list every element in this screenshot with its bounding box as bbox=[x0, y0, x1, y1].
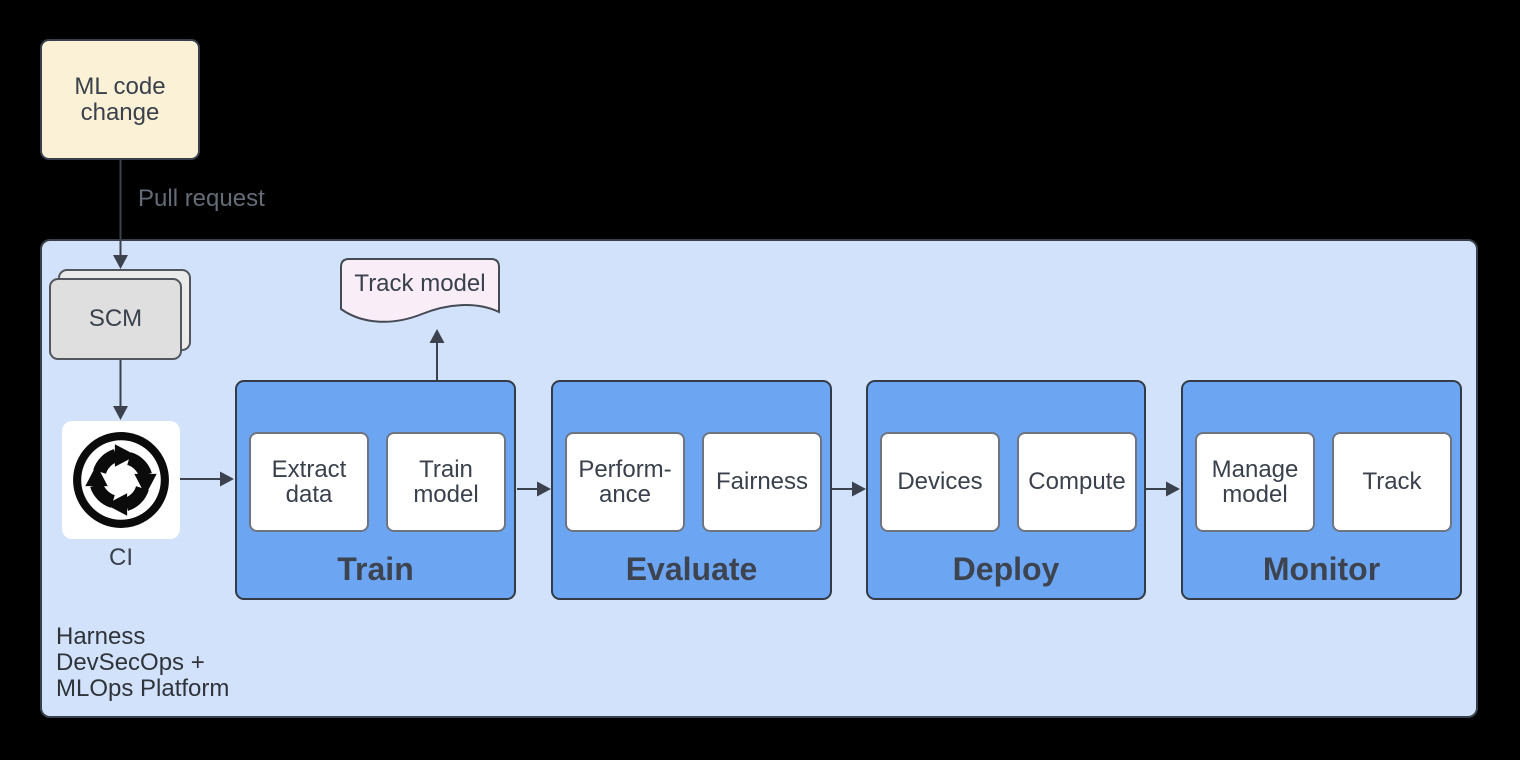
stage-item-manage-model: Manage model bbox=[1195, 432, 1315, 532]
stage-item-devices: Devices bbox=[880, 432, 1000, 532]
document-shape bbox=[340, 258, 500, 323]
stage-title-evaluate: Evaluate bbox=[625, 551, 758, 587]
ci-label: CI bbox=[109, 544, 133, 571]
stage-title-train: Train bbox=[337, 551, 414, 587]
scm-label: SCM bbox=[88, 305, 143, 333]
ml-code-change-label: ML code change bbox=[74, 73, 166, 126]
stage-train: Extract data Train model Train bbox=[235, 380, 516, 600]
pull-request-label: Pull request bbox=[138, 185, 265, 212]
stage-deploy: Devices Compute Deploy bbox=[866, 380, 1146, 600]
stage-item-label: Compute bbox=[1028, 468, 1126, 496]
stage-item-compute: Compute bbox=[1017, 432, 1137, 532]
stage-item-performance: Perform- ance bbox=[565, 432, 685, 532]
stage-item-label: Manage model bbox=[1211, 455, 1299, 508]
platform-label: Harness DevSecOps + MLOps Platform bbox=[56, 623, 230, 702]
scm-node: SCM bbox=[49, 278, 182, 360]
ci-cycle-icon bbox=[73, 432, 169, 528]
stage-title-monitor: Monitor bbox=[1262, 551, 1381, 587]
track-model-doc: Track model bbox=[340, 258, 500, 330]
stage-item-label: Train model bbox=[413, 455, 479, 508]
ci-node bbox=[62, 421, 180, 539]
stage-item-label: Fairness bbox=[715, 468, 809, 496]
track-model-label: Track model bbox=[354, 270, 486, 297]
stage-item-label: Track bbox=[1362, 468, 1422, 496]
stage-item-label: Extract data bbox=[271, 455, 347, 508]
stage-item-train-model: Train model bbox=[386, 432, 506, 532]
ml-code-change-node: ML code change bbox=[40, 39, 200, 160]
stage-title-deploy: Deploy bbox=[952, 551, 1060, 587]
stage-item-label: Devices bbox=[897, 468, 983, 496]
stage-item-extract-data: Extract data bbox=[249, 432, 369, 532]
stage-item-fairness: Fairness bbox=[702, 432, 822, 532]
stage-evaluate: Perform- ance Fairness Evaluate bbox=[551, 380, 832, 600]
stage-item-track: Track bbox=[1332, 432, 1452, 532]
stage-monitor: Manage model Track Monitor bbox=[1181, 380, 1462, 600]
stage-item-label: Perform- ance bbox=[578, 455, 672, 508]
